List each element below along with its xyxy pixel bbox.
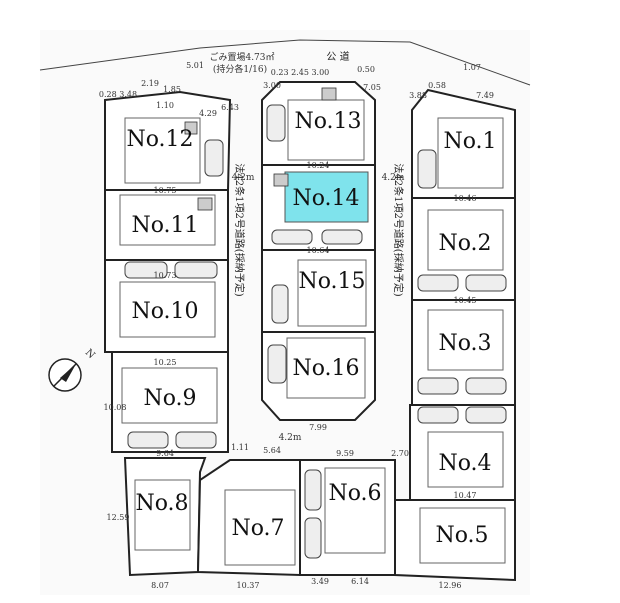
dim: 10.25 (154, 358, 177, 367)
dim: 1.10 (156, 101, 174, 110)
dim: 1.07 (463, 63, 481, 72)
dim: 9.59 (336, 449, 354, 458)
lot-label: No.12 (126, 127, 193, 152)
selected-highlight (284, 171, 369, 223)
lot-label: No.4 (438, 451, 491, 476)
dim: 0.23 2.45 3.00 (271, 68, 330, 77)
lot-label: No.9 (143, 386, 196, 411)
dim: 10.45 (454, 296, 477, 305)
lot-label: No.15 (298, 269, 365, 294)
dim: 0.50 (357, 65, 375, 74)
dim: 12.59 (107, 513, 130, 522)
dim: 10.47 (454, 491, 477, 500)
left-road-width: 4.2m (232, 173, 255, 183)
lot-no15[interactable]: No.15 (261, 249, 376, 333)
lot-no1[interactable]: No.1 (411, 88, 516, 199)
right-road-label: 法42条1項2号道路(採納予定) (392, 163, 405, 296)
north-arrow-icon: N (48, 347, 97, 392)
lot-no10[interactable]: No.10 (104, 259, 229, 353)
lot-no7[interactable]: No.7 (196, 459, 301, 577)
lot-label: No.1 (443, 129, 496, 154)
garbage-share-label: (持分各1/16) (213, 63, 267, 75)
lot-no13[interactable]: No.13 (261, 81, 376, 166)
lot-no4[interactable]: No.4 (409, 404, 516, 501)
dim: 3.88 (409, 91, 427, 100)
dim: 10.37 (237, 581, 260, 590)
dim: 4.29 (199, 109, 217, 118)
lot-label: No.7 (231, 516, 284, 541)
lot-label: No.2 (438, 231, 491, 256)
dim: 10.46 (454, 194, 477, 203)
garbage-area-label: ごみ置場4.73㎡ (209, 51, 274, 63)
lot-no16[interactable]: No.16 (261, 331, 376, 421)
dim: 10.73 (154, 271, 177, 280)
lot-no9[interactable]: No.9 (111, 351, 229, 453)
lot-no11[interactable]: No.11 (104, 189, 229, 261)
dim: 2.70 (391, 449, 409, 458)
lot-no12[interactable]: No.12 (104, 90, 232, 191)
lot-label: No.14 (292, 186, 359, 211)
lot-no2[interactable]: No.2 (411, 197, 516, 301)
lot-label: No.6 (328, 481, 381, 506)
dim: 1.11 (231, 443, 249, 452)
bottom-road-width: 4.2m (279, 433, 302, 443)
dim: 3.49 (311, 577, 329, 586)
right-road-width: 4.2m (382, 173, 405, 183)
dim: 9.64 (156, 449, 174, 458)
dim: 6.14 (351, 577, 369, 586)
dim: 10.08 (104, 403, 127, 412)
dim: 7.99 (309, 423, 327, 432)
lot-label: No.10 (131, 299, 198, 324)
dim: 0.28 3.48 (99, 90, 137, 99)
lot-label: No.5 (435, 523, 488, 548)
lot-no5[interactable]: No.5 (394, 499, 516, 582)
left-road-label: 法42条1項2号道路(採納予定) (233, 163, 246, 296)
lot-no8[interactable]: No.8 (123, 457, 207, 577)
dim: 7.05 (363, 83, 381, 92)
public-road-label: 公 道 (326, 50, 349, 63)
lot-no14[interactable]: No.14 (261, 164, 376, 251)
lot-label: No.16 (292, 356, 359, 381)
dim: 6.43 (221, 103, 239, 112)
lot-label: No.11 (131, 213, 198, 238)
dim: 8.07 (151, 581, 169, 590)
dim: 1.85 (163, 85, 181, 94)
dim: 7.49 (476, 91, 494, 100)
dim: 12.96 (439, 581, 462, 590)
lot-label: No.3 (438, 331, 491, 356)
public-road-edge (39, 39, 531, 86)
dim: 10.24 (307, 161, 330, 170)
dim: 5.64 (263, 446, 281, 455)
lot-label: No.13 (294, 109, 361, 134)
dim: 10.64 (307, 246, 330, 255)
dim: 5.01 (186, 61, 204, 70)
dim: 0.58 (428, 81, 446, 90)
lot-label: No.8 (135, 491, 188, 516)
lot-no6[interactable]: No.6 (299, 459, 396, 576)
dim: 10.75 (154, 186, 177, 195)
lot-no3[interactable]: No.3 (411, 299, 516, 406)
dim: 2.19 (141, 79, 159, 88)
dim: 3.00 (263, 81, 281, 90)
